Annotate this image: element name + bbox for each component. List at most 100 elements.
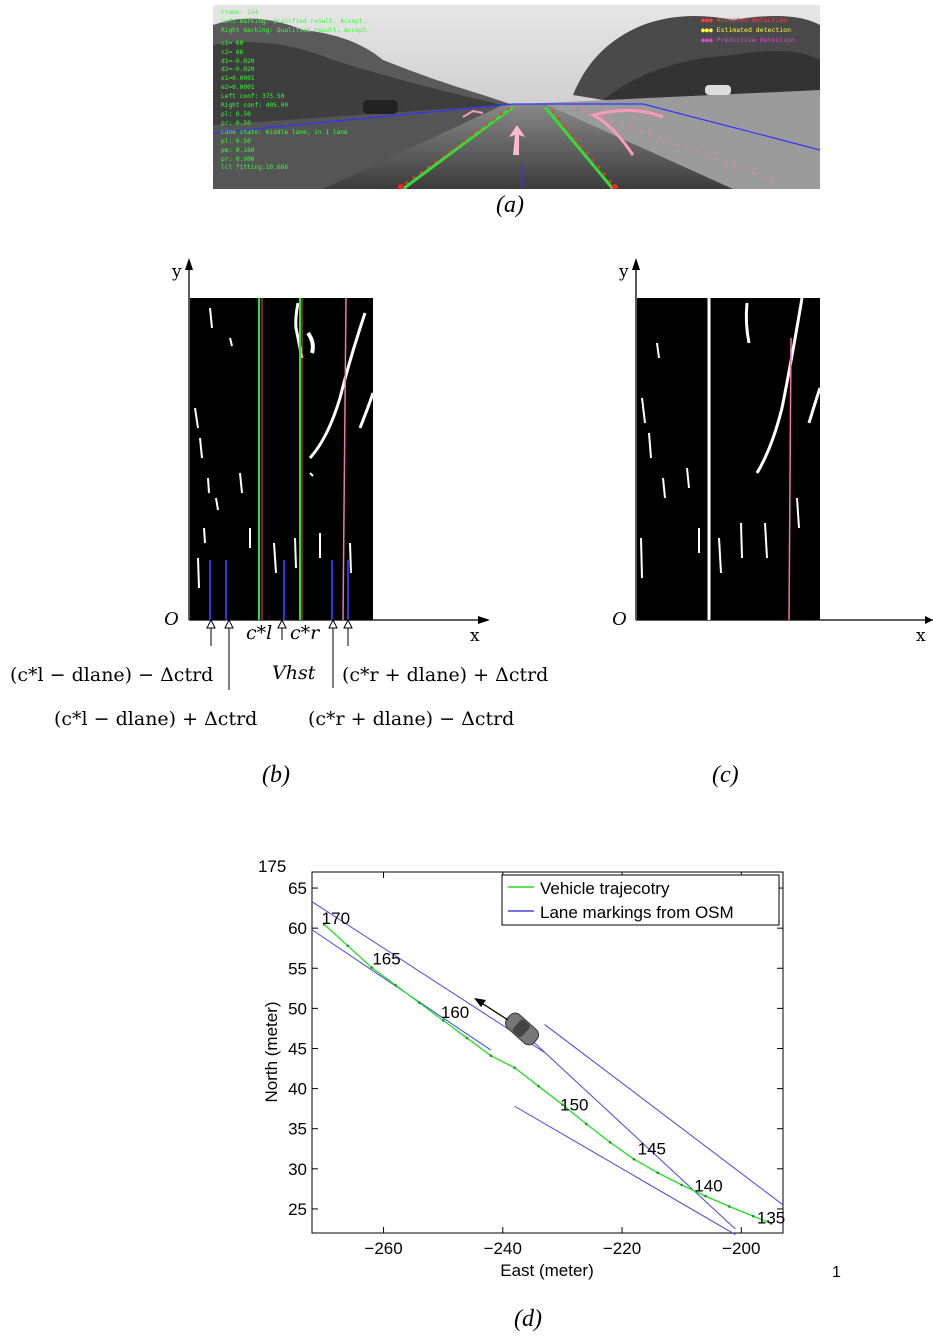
overlay-line: e1=0.0001 xyxy=(221,75,255,83)
trajectory-point xyxy=(489,1054,493,1058)
overlay-line: Right marking: Qualified result. Accept. xyxy=(221,26,371,34)
trajectory-point xyxy=(656,1171,660,1175)
lane-marking-line-3 xyxy=(544,1024,784,1206)
overlay-line: lcl fitting:10.666 xyxy=(221,164,289,172)
legend-accepted: ●●● Accepted detection xyxy=(701,16,788,24)
lane-marking-line-0 xyxy=(311,901,545,1053)
trajectory-point xyxy=(769,1222,773,1225)
c-axis-x-label: x xyxy=(916,626,926,646)
plot-area xyxy=(311,871,784,1234)
trajectory-time-label: 150 xyxy=(560,1095,588,1114)
trajectory-point xyxy=(680,1183,683,1187)
chart-legend: Vehicle trajecotry Lane markings from OS… xyxy=(501,874,780,926)
x-tick-label: −200 xyxy=(722,1239,760,1258)
heading-arrow-icon xyxy=(474,998,509,1021)
caption-b: (b) xyxy=(262,762,290,788)
vehicle-trajectory-line xyxy=(323,923,772,1224)
trajectory-time-label: 165 xyxy=(372,949,400,968)
overlay-text-left: Frame: 154 Left marking: Qualified resul… xyxy=(221,9,370,173)
trajectory-point xyxy=(513,1066,517,1070)
caption-c: (c) xyxy=(712,762,739,788)
trajectory-point xyxy=(728,1205,731,1208)
overlay-line: pl: 0.50 xyxy=(221,137,251,145)
label-right-minus: (c*r + dlane) − Δctrd xyxy=(308,708,515,730)
x-axis-label: East (meter) xyxy=(500,1261,594,1280)
trajectory-point xyxy=(322,922,326,926)
y-tick-label: 25 xyxy=(288,1200,307,1219)
label-left-plus: (c*l − dlane) + Δctrd xyxy=(54,708,258,730)
label-left-minus: (c*l − dlane) − Δctrd xyxy=(10,664,214,686)
trajectory-point xyxy=(751,1214,755,1218)
overlay-line: Left marking: Qualified result. Accept. xyxy=(221,17,367,25)
y-axis-label: North (meter) xyxy=(262,1001,281,1102)
y-tick-label: 45 xyxy=(288,1039,307,1058)
legend-estimated: ●●● Estimated detection xyxy=(701,26,792,34)
caption-d: (d) xyxy=(514,1306,542,1332)
y-tick-175: 175 xyxy=(258,857,286,876)
legend-trajectory: Vehicle trajecotry xyxy=(540,879,670,898)
b-annotation-arrows xyxy=(206,618,353,690)
x-tick-label: −240 xyxy=(484,1239,522,1258)
birdseye-c xyxy=(640,298,820,620)
lane-marking-line-4 xyxy=(514,1105,736,1236)
label-cl-star: c*l xyxy=(246,622,273,644)
panel-a-camera-image: Frame: 154 Left marking: Qualified resul… xyxy=(213,5,820,189)
overlay-line: Right conf: 405.00 xyxy=(221,102,289,110)
overlay-legend: ●●● Accepted detection ●●● Estimated det… xyxy=(701,15,795,45)
trajectory-point xyxy=(418,1001,421,1005)
b-axis-x-label: x xyxy=(470,626,480,646)
trajectory-point xyxy=(704,1194,707,1198)
x-tick-label: −220 xyxy=(603,1239,641,1258)
trajectory-time-label: 140 xyxy=(694,1176,722,1195)
trajectory-point xyxy=(346,944,350,948)
overlay-line: d1=-0.020 xyxy=(221,57,255,65)
panel-b-c-axes xyxy=(185,258,933,624)
legend-lane-markings: Lane markings from OSM xyxy=(540,903,734,922)
overlay-line: pr: 0.50 xyxy=(221,119,251,127)
stray-label: 1 xyxy=(832,1264,841,1280)
overlay-line: pl: 0.50 xyxy=(221,110,251,118)
overlay-line: Left conf: 375.50 xyxy=(221,93,285,101)
overlay-line: pr: 0.000 xyxy=(221,155,255,163)
trajectory-point xyxy=(465,1036,469,1040)
trajectory-time-label: 145 xyxy=(638,1139,666,1158)
b-axis-y-label: y xyxy=(172,262,182,282)
c-origin-label: O xyxy=(612,608,627,630)
lane-marking-line-2 xyxy=(526,1035,736,1230)
overlay-line: e2=0.0001 xyxy=(221,84,255,92)
road-scene xyxy=(213,5,820,189)
trajectory-point xyxy=(394,983,397,987)
overlay-line: Frame: 154 xyxy=(221,9,259,16)
b-origin-label: O xyxy=(164,608,179,630)
x-tick-label: −260 xyxy=(364,1239,402,1258)
label-right-plus: (c*r + dlane) + Δctrd xyxy=(342,664,549,686)
trajectory-point xyxy=(537,1084,540,1088)
label-cr-star: c*r xyxy=(290,622,320,644)
panel-b-birdseye-image xyxy=(190,298,373,620)
vehicle-icon xyxy=(504,1012,540,1046)
y-tick-label: 55 xyxy=(288,959,307,978)
caption-a: (a) xyxy=(496,192,524,218)
trajectory-point xyxy=(584,1122,588,1126)
overlay-line: d2=-0.020 xyxy=(221,66,255,74)
trajectory-time-label: 160 xyxy=(441,1003,469,1022)
label-vhst: Vhst xyxy=(272,662,316,684)
y-tick-label: 40 xyxy=(288,1080,307,1099)
y-tick-label: 30 xyxy=(288,1160,307,1179)
overlay-line: pm: 0.160 xyxy=(221,146,255,154)
trajectory-point xyxy=(632,1157,636,1161)
trajectory-point xyxy=(441,1019,445,1022)
c-axis-y-label: y xyxy=(619,262,629,282)
legend-predictive: ●●● Predictive detection xyxy=(701,36,795,44)
panel-c-birdseye-image xyxy=(637,298,820,620)
overlay-line: Lane state: middle lane, in 1 lane xyxy=(221,128,348,136)
overlay-line: c1= 60 xyxy=(221,39,244,47)
y-tick-label: 35 xyxy=(288,1120,307,1139)
trajectory-time-label: 135 xyxy=(757,1208,785,1227)
trajectory-point xyxy=(608,1141,612,1144)
trajectory-point xyxy=(561,1103,564,1106)
y-tick-label: 50 xyxy=(288,999,307,1018)
